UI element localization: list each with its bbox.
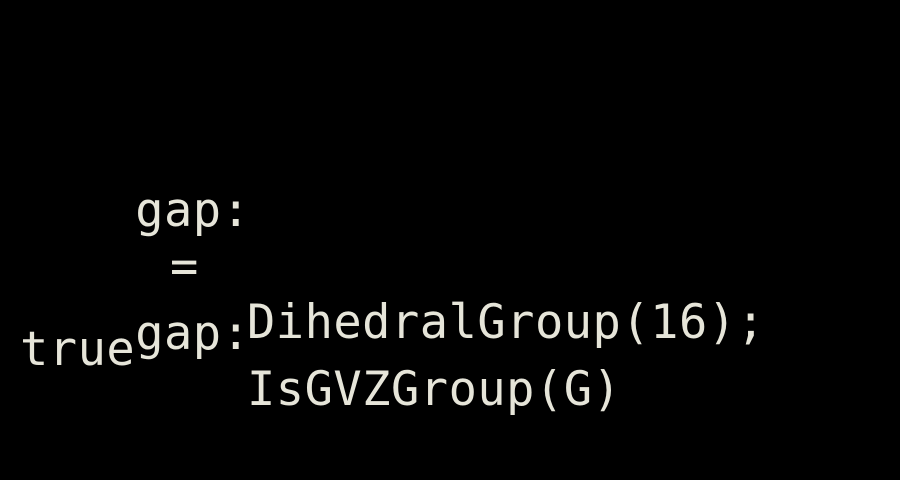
gap-prompt: gap: xyxy=(135,183,251,238)
command-text: IsGVZGroup(G) xyxy=(247,362,622,417)
command-text: DihedralGroup(16); xyxy=(247,295,766,350)
command-output: true xyxy=(20,322,136,377)
gap-prompt: gap: xyxy=(135,306,251,361)
terminal-input-line: gap: IsGVZGroup(G) xyxy=(20,250,621,474)
terminal-input-line: gap: = DihedralGroup(16); xyxy=(20,127,765,407)
assignment-operator: = xyxy=(170,239,199,294)
